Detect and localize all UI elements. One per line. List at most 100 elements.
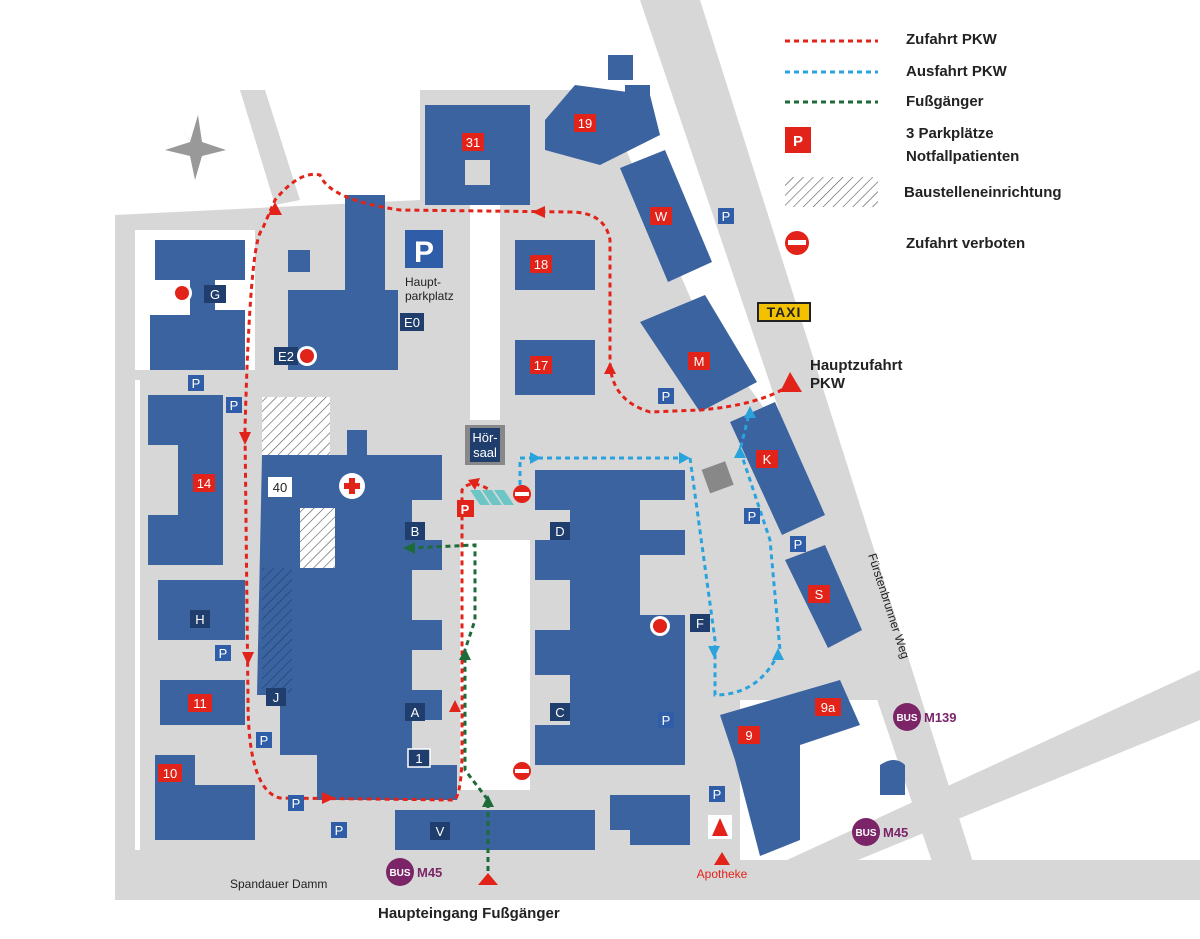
building-small: [880, 760, 905, 795]
label-14: 14: [197, 476, 211, 491]
red-cross-icon: [339, 473, 365, 499]
svg-text:P: P: [335, 823, 344, 838]
label-A: A: [411, 705, 420, 720]
main-parking-icon: [405, 230, 443, 268]
svg-text:P: P: [793, 133, 803, 150]
svg-text:P: P: [219, 646, 228, 661]
svg-text:M45: M45: [417, 865, 442, 880]
svg-text:P: P: [260, 733, 269, 748]
label-D: D: [555, 524, 564, 539]
construction-area-on-building: [262, 568, 292, 693]
parking-icon: P: [790, 536, 806, 552]
parking-icon: P: [709, 786, 725, 802]
svg-text:M139: M139: [924, 710, 957, 725]
label-S: S: [815, 587, 824, 602]
label-C: C: [555, 705, 564, 720]
hauptzufahrt-label-1: Hauptzufahrt: [810, 357, 903, 374]
label-18: 18: [534, 257, 548, 272]
svg-text:P: P: [662, 389, 671, 404]
label-1: 1: [415, 751, 422, 766]
main-parking-label: P: [414, 236, 434, 269]
building-small: [288, 250, 310, 272]
parking-icon: P: [744, 508, 760, 524]
label-10: 10: [163, 766, 177, 781]
pedestrian-entrance-arrow: [478, 873, 498, 885]
label-G: G: [210, 287, 220, 302]
construction-area: [262, 397, 330, 455]
building-right-complex: [535, 470, 685, 765]
legend-ausfahrt: Ausfahrt PKW: [906, 63, 1008, 80]
construction-area: [300, 508, 335, 568]
building-18: [515, 240, 595, 290]
parking-icon: P: [658, 388, 674, 404]
parking-icon: P: [226, 397, 242, 413]
hoersaal-label-2: saal: [473, 445, 497, 460]
building-31: [425, 105, 530, 205]
label-31: 31: [466, 135, 480, 150]
label-V: V: [436, 824, 445, 839]
hauptparkplatz-label-2: parkplatz: [405, 289, 454, 303]
building-small: [610, 795, 690, 845]
hauptzufahrt-arrow: [780, 372, 802, 392]
legend-parkplaetze: 3 Parkplätze: [906, 125, 994, 142]
building-K: [730, 402, 825, 535]
label-40: 40: [273, 480, 287, 495]
svg-text:P: P: [713, 787, 722, 802]
label-F: F: [696, 616, 704, 631]
apotheke-label: Apotheke: [697, 867, 748, 881]
svg-text:P: P: [230, 398, 239, 413]
label-11: 11: [193, 696, 207, 711]
building-V: [395, 810, 595, 850]
label-E2: E2: [278, 349, 294, 364]
parking-icon: P: [658, 712, 674, 728]
label-9: 9: [745, 728, 752, 743]
label-H: H: [195, 612, 204, 627]
hauptparkplatz-label-1: Haupt-: [405, 275, 441, 289]
label-K: K: [763, 452, 772, 467]
svg-text:P: P: [662, 713, 671, 728]
route-arrows-red: [239, 202, 802, 885]
legend-hatch: [785, 177, 878, 207]
label-J: J: [273, 690, 280, 705]
legend-zufahrt: Zufahrt PKW: [906, 31, 998, 48]
bus-stop-m139: BUS M139: [893, 703, 957, 731]
route-ausfahrt-pkw: [518, 409, 782, 697]
svg-text:BUS: BUS: [855, 828, 876, 839]
label-17: 17: [534, 358, 548, 373]
emergency-parking-stripes: [470, 490, 514, 505]
hoersaal-box: [470, 428, 500, 462]
route-zufahrt-pkw: [243, 172, 791, 802]
legend-emergency-parking-icon: [785, 127, 811, 153]
emergency-parking-icon: [457, 500, 474, 517]
label-M: M: [694, 354, 705, 369]
parking-icon: P: [188, 375, 204, 391]
legend-baustelle: Baustelleneinrichtung: [904, 184, 1062, 201]
parking-icon: P: [256, 732, 272, 748]
building-14: [148, 395, 223, 565]
building-small-grey: [701, 461, 734, 494]
legend-no-entry-icon: [785, 231, 809, 255]
route-arrows-blue: [530, 406, 784, 660]
svg-text:P: P: [192, 376, 201, 391]
building-17: [515, 340, 595, 395]
legend-zufahrt-verboten: Zufahrt verboten: [906, 235, 1025, 252]
svg-text:P: P: [794, 537, 803, 552]
label-19: 19: [578, 116, 592, 131]
legend-notfallpatienten: Notfallpatienten: [906, 148, 1019, 165]
label-E0: E0: [404, 315, 420, 330]
parking-signs: P P P P P P P P P P P P: [188, 208, 806, 838]
taxi-label: TAXI: [767, 304, 802, 320]
label-9a: 9a: [821, 700, 836, 715]
street-label-spandauer: Spandauer Damm: [230, 877, 327, 891]
apotheke-arrow: [714, 852, 730, 865]
svg-text:BUS: BUS: [896, 713, 917, 724]
svg-text:M45: M45: [883, 825, 908, 840]
hoersaal-label-1: Hör-: [472, 430, 497, 445]
svg-text:BUS: BUS: [389, 868, 410, 879]
svg-text:P: P: [722, 209, 731, 224]
hauptzufahrt-label-2: PKW: [810, 375, 846, 392]
bus-stop-m45: BUS M45: [386, 858, 442, 886]
parking-icon: P: [288, 795, 304, 811]
route-arrows-green: [403, 542, 494, 807]
